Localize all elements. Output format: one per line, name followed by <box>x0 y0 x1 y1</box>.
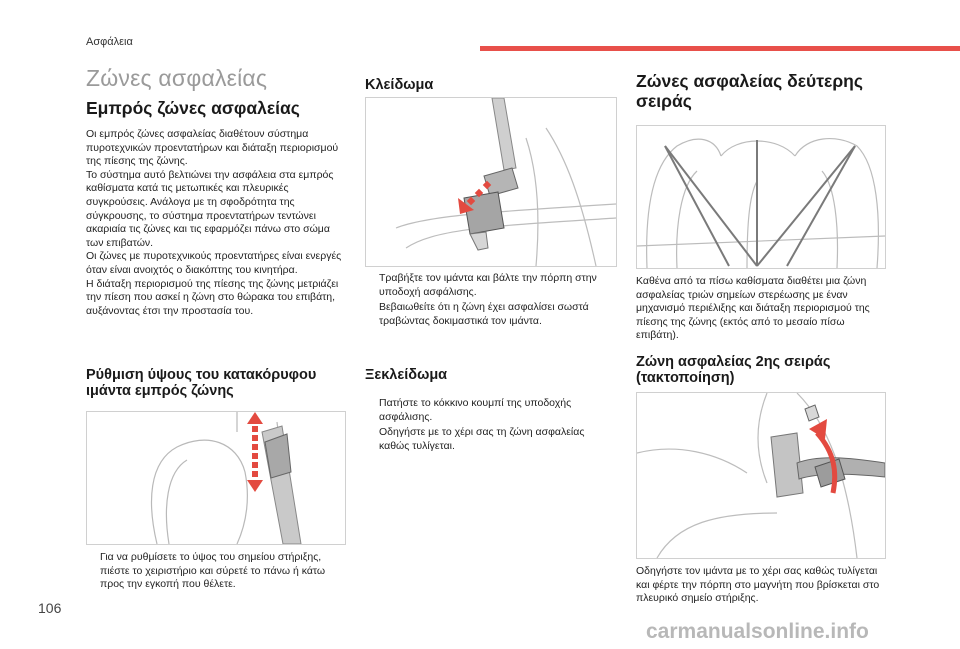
unlock-bullets: Πατήστε το κόκκινο κουμπί της υποδοχής α… <box>365 397 617 455</box>
list-item: Τραβήξτε τον ιμάντα και βάλτε την πόρπη … <box>379 272 597 298</box>
rear-belts-figure <box>636 125 886 269</box>
seat-belt-height-illustration <box>150 412 302 544</box>
lock-figure <box>365 97 617 267</box>
rear-stowage-title: Ζώνη ασφαλείας 2ης σειράς (τακτοποίηση) <box>636 354 831 387</box>
watermark: carmanualsonline.info <box>646 620 869 643</box>
list-item: Οδηγήστε με το χέρι σας τη ζώνη ασφαλεία… <box>379 426 585 452</box>
header-accent-rule <box>480 46 960 51</box>
rear-stowage-paragraph: Οδηγήστε τον ιμάντα με το χέρι σας καθώς… <box>636 565 880 605</box>
front-belts-title: Εμπρός ζώνες ασφαλείας <box>86 98 300 118</box>
lock-title: Κλείδωμα <box>365 77 434 93</box>
list-item: Για να ρυθμίσετε το ύψος του σημείου στή… <box>100 551 326 591</box>
rear-belts-title: Ζώνες ασφαλείας δεύτερης σειράς <box>636 71 863 111</box>
unlock-title: Ξεκλείδωμα <box>365 367 448 383</box>
height-adjust-bullets: Για να ρυθμίσετε το ύψος του σημείου στή… <box>86 551 344 594</box>
height-adjust-figure <box>86 411 346 545</box>
belt-stowage-illustration <box>637 393 885 558</box>
rear-belts-paragraph: Καθένα από τα πίσω καθίσματα διαθέτει μι… <box>636 275 870 342</box>
list-item: Πατήστε το κόκκινο κουμπί της υποδοχής α… <box>379 397 572 423</box>
lock-bullets: Τραβήξτε τον ιμάντα και βάλτε την πόρπη … <box>365 272 617 330</box>
buckle-lock-illustration <box>395 98 616 266</box>
list-item: Βεβαιωθείτε ότι η ζώνη έχει ασφαλίσει σω… <box>379 301 589 327</box>
section-tag: Ασφάλεια <box>86 36 133 48</box>
page-number: 106 <box>38 600 62 616</box>
page-heading: Ζώνες ασφαλείας <box>86 65 268 91</box>
front-belts-paragraph: Οι εμπρός ζώνες ασφαλείας διαθέτουν σύστ… <box>86 128 342 317</box>
rear-seats-illustration <box>637 138 885 268</box>
rear-stowage-figure <box>636 392 886 559</box>
height-adjust-title: Ρύθμιση ύψους του κατακόρυφου ιμάντα εμπ… <box>86 367 317 400</box>
